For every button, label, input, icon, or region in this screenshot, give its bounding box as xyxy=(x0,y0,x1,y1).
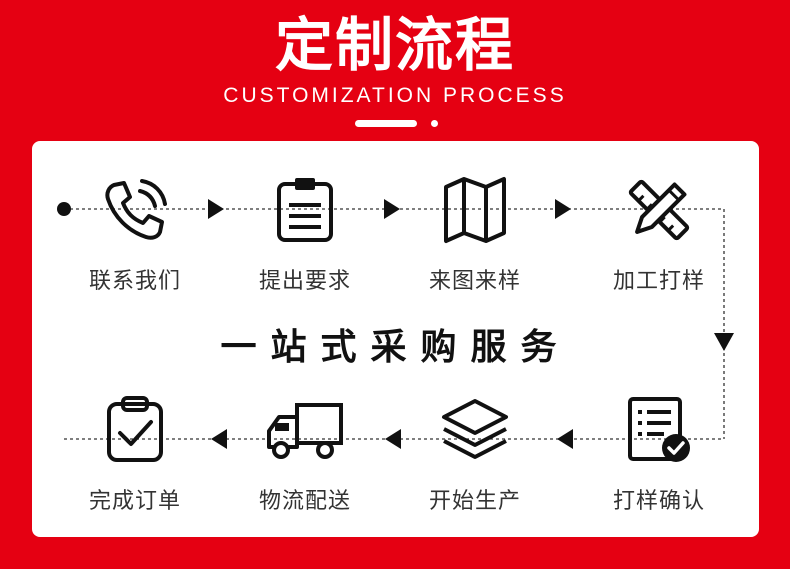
step-label: 加工打样 xyxy=(612,269,705,294)
step-label: 联系我们 xyxy=(88,269,181,294)
arrow-left xyxy=(557,429,573,449)
step-requirements: 提出要求 xyxy=(240,175,370,295)
step-prototyping: 加工打样 xyxy=(594,175,724,295)
step-label: 物流配送 xyxy=(258,489,351,514)
phone-icon xyxy=(105,179,167,240)
step-label: 完成订单 xyxy=(88,489,181,514)
slogan: 一站式采购服务 xyxy=(220,327,571,368)
page-subtitle: CUSTOMIZATION PROCESS xyxy=(223,84,567,107)
step-production: 开始生产 xyxy=(410,395,540,515)
step-samples: 来图来样 xyxy=(410,175,540,295)
start-dot xyxy=(57,202,71,216)
arrow-right xyxy=(555,199,571,219)
decorative-dot xyxy=(431,120,438,127)
arrow-left xyxy=(385,429,401,449)
step-label: 来图来样 xyxy=(428,269,521,294)
step-label: 提出要求 xyxy=(258,269,351,294)
decorative-bar xyxy=(355,120,417,127)
page-title: 定制流程 xyxy=(274,11,515,79)
arrow-right xyxy=(208,199,224,219)
arrow-left xyxy=(211,429,227,449)
flow-connectors xyxy=(57,199,734,449)
process-card: 联系我们 提出要求 来图来样 xyxy=(32,141,759,537)
step-label: 打样确认 xyxy=(612,489,705,514)
clipboard-icon xyxy=(277,178,333,242)
step-delivery: 物流配送 xyxy=(240,395,370,515)
step-confirm: 打样确认 xyxy=(594,395,724,515)
pencil-ruler-icon xyxy=(628,179,690,241)
arrow-down xyxy=(714,333,734,351)
layers-icon xyxy=(442,399,508,459)
step-label: 开始生产 xyxy=(428,489,521,514)
arrow-right xyxy=(384,199,400,219)
step-contact: 联系我们 xyxy=(70,175,200,295)
clipboard-check-icon xyxy=(107,396,163,462)
step-order-complete: 完成订单 xyxy=(70,395,200,515)
truck-icon xyxy=(267,403,343,459)
checklist-icon xyxy=(628,397,690,462)
map-icon xyxy=(444,177,506,243)
